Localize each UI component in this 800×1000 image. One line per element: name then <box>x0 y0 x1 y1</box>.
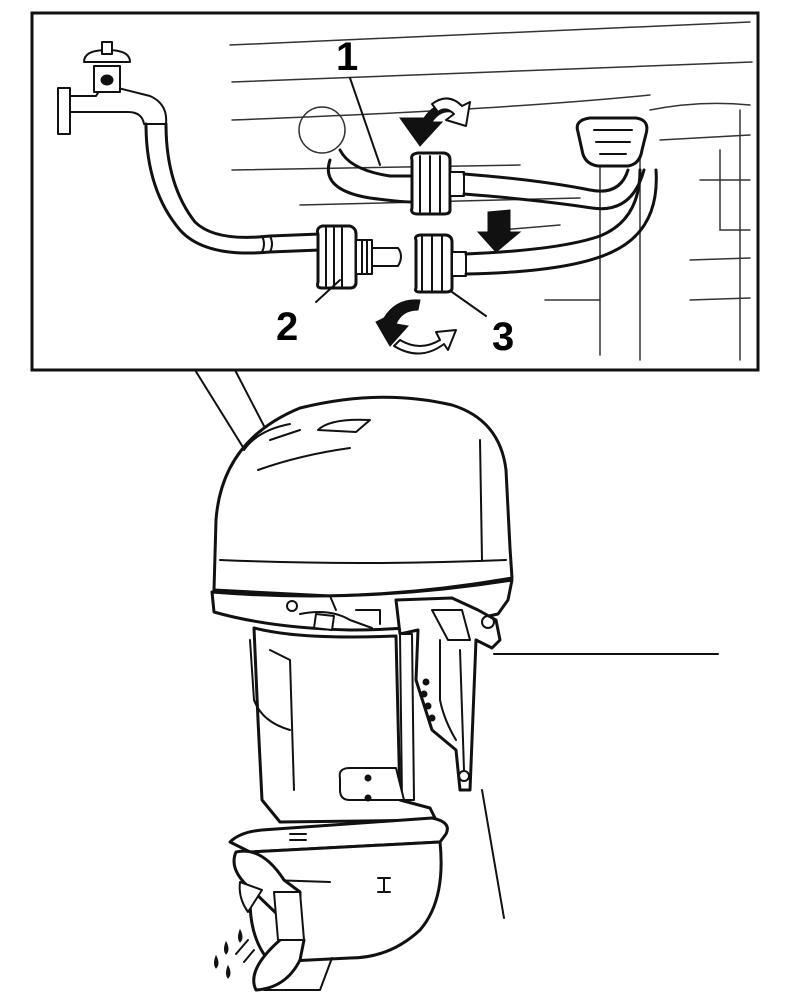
callout-1: 1 <box>336 35 358 79</box>
engine-connector-1 <box>327 148 646 216</box>
propeller <box>232 849 333 992</box>
engine-fitting <box>575 116 649 168</box>
rotate-arrow-icon <box>399 97 471 147</box>
callout-3: 3 <box>492 315 514 359</box>
outboard-motor <box>210 395 719 992</box>
inset-background-lines <box>229 21 753 361</box>
clamp-bracket <box>394 596 502 792</box>
water-drip-icon <box>214 928 255 979</box>
hose-connector-2 <box>316 224 402 290</box>
flushing-hose <box>464 168 658 276</box>
rotate-arrow-icon <box>375 299 457 355</box>
down-arrow-icon <box>476 209 522 253</box>
water-tap-icon <box>57 41 168 135</box>
flush-connector-3 <box>414 233 467 294</box>
detail-inset: 1 2 3 <box>30 11 760 372</box>
callout-2: 2 <box>276 305 298 349</box>
inset-leader-lines <box>315 77 487 317</box>
garden-hose <box>144 122 322 255</box>
